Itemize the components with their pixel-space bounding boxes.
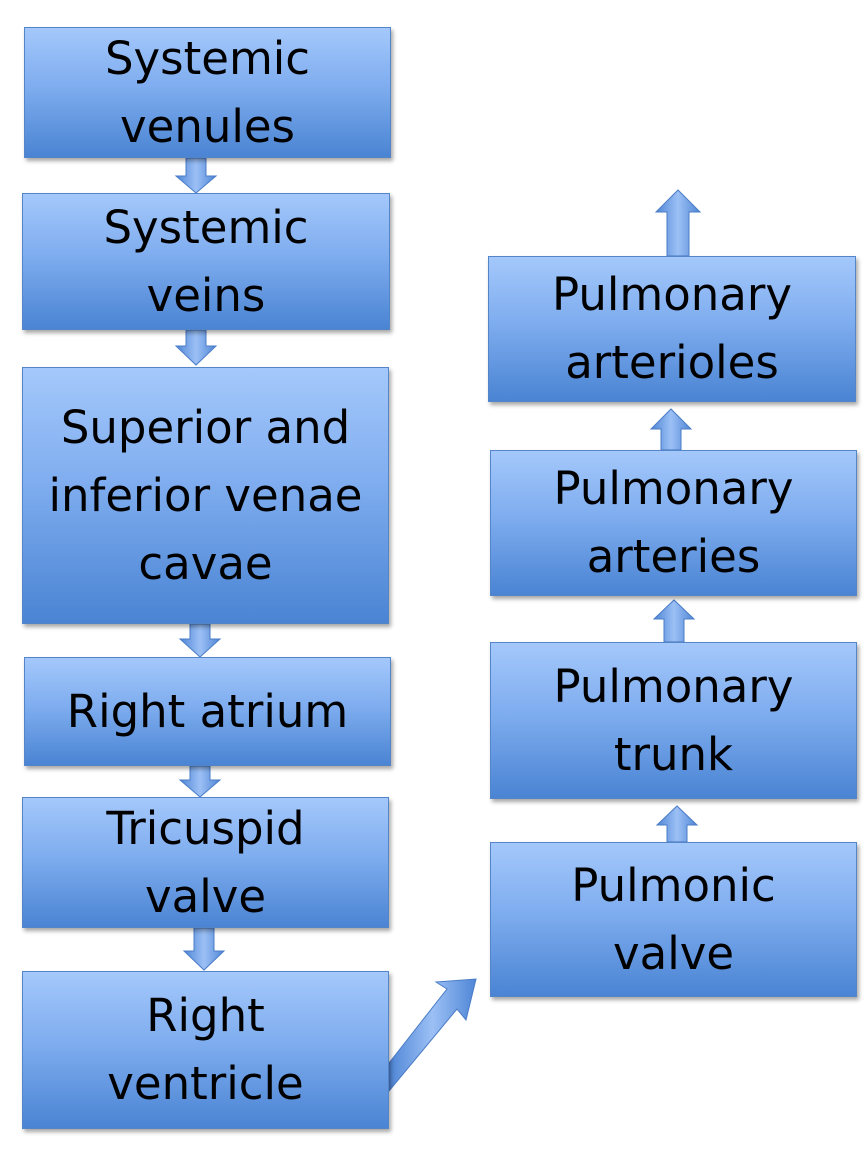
box-pulmonary-trunk: Pulmonary trunk xyxy=(490,642,857,799)
arrow-trunk-to-arteries xyxy=(652,599,696,643)
arrow-tricuspid-to-ventricle xyxy=(182,927,226,971)
box-systemic-veins: Systemic veins xyxy=(22,193,390,330)
box-label: Right ventricle xyxy=(107,989,304,1110)
box-label: Superior and inferior venae cavae xyxy=(48,400,363,590)
box-venae-cavae: Superior and inferior venae cavae xyxy=(22,367,389,624)
arrow-venules-to-veins xyxy=(174,157,218,194)
arrow-cavae-to-atrium xyxy=(178,623,222,658)
arrow-ventricle-to-pulmonic xyxy=(388,978,477,1093)
box-label: Pulmonary arteries xyxy=(553,462,794,583)
box-tricuspid-valve: Tricuspid valve xyxy=(22,797,389,928)
box-pulmonary-arterioles: Pulmonary arterioles xyxy=(488,256,856,402)
arrow-out-of-arterioles xyxy=(654,189,702,257)
box-label: Systemic veins xyxy=(103,200,309,322)
arrow-pulmonic-to-trunk xyxy=(655,805,699,843)
box-label: Pulmonary trunk xyxy=(553,659,794,781)
box-label: Pulmonic valve xyxy=(571,858,776,980)
arrow-veins-to-cavae xyxy=(174,329,218,366)
box-label: Right atrium xyxy=(66,684,349,738)
box-right-atrium: Right atrium xyxy=(24,657,391,766)
box-systemic-venules: Systemic venules xyxy=(24,27,391,158)
box-pulmonary-arteries: Pulmonary arteries xyxy=(490,450,857,596)
box-right-ventricle: Right ventricle xyxy=(22,971,389,1129)
box-label: Systemic venules xyxy=(104,31,311,153)
box-pulmonic-valve: Pulmonic valve xyxy=(490,842,857,997)
box-label: Tricuspid valve xyxy=(106,801,305,923)
arrow-atrium-to-tricuspid xyxy=(178,765,222,798)
arrow-arteries-to-arterioles xyxy=(649,408,693,451)
box-label: Pulmonary arterioles xyxy=(552,268,792,389)
